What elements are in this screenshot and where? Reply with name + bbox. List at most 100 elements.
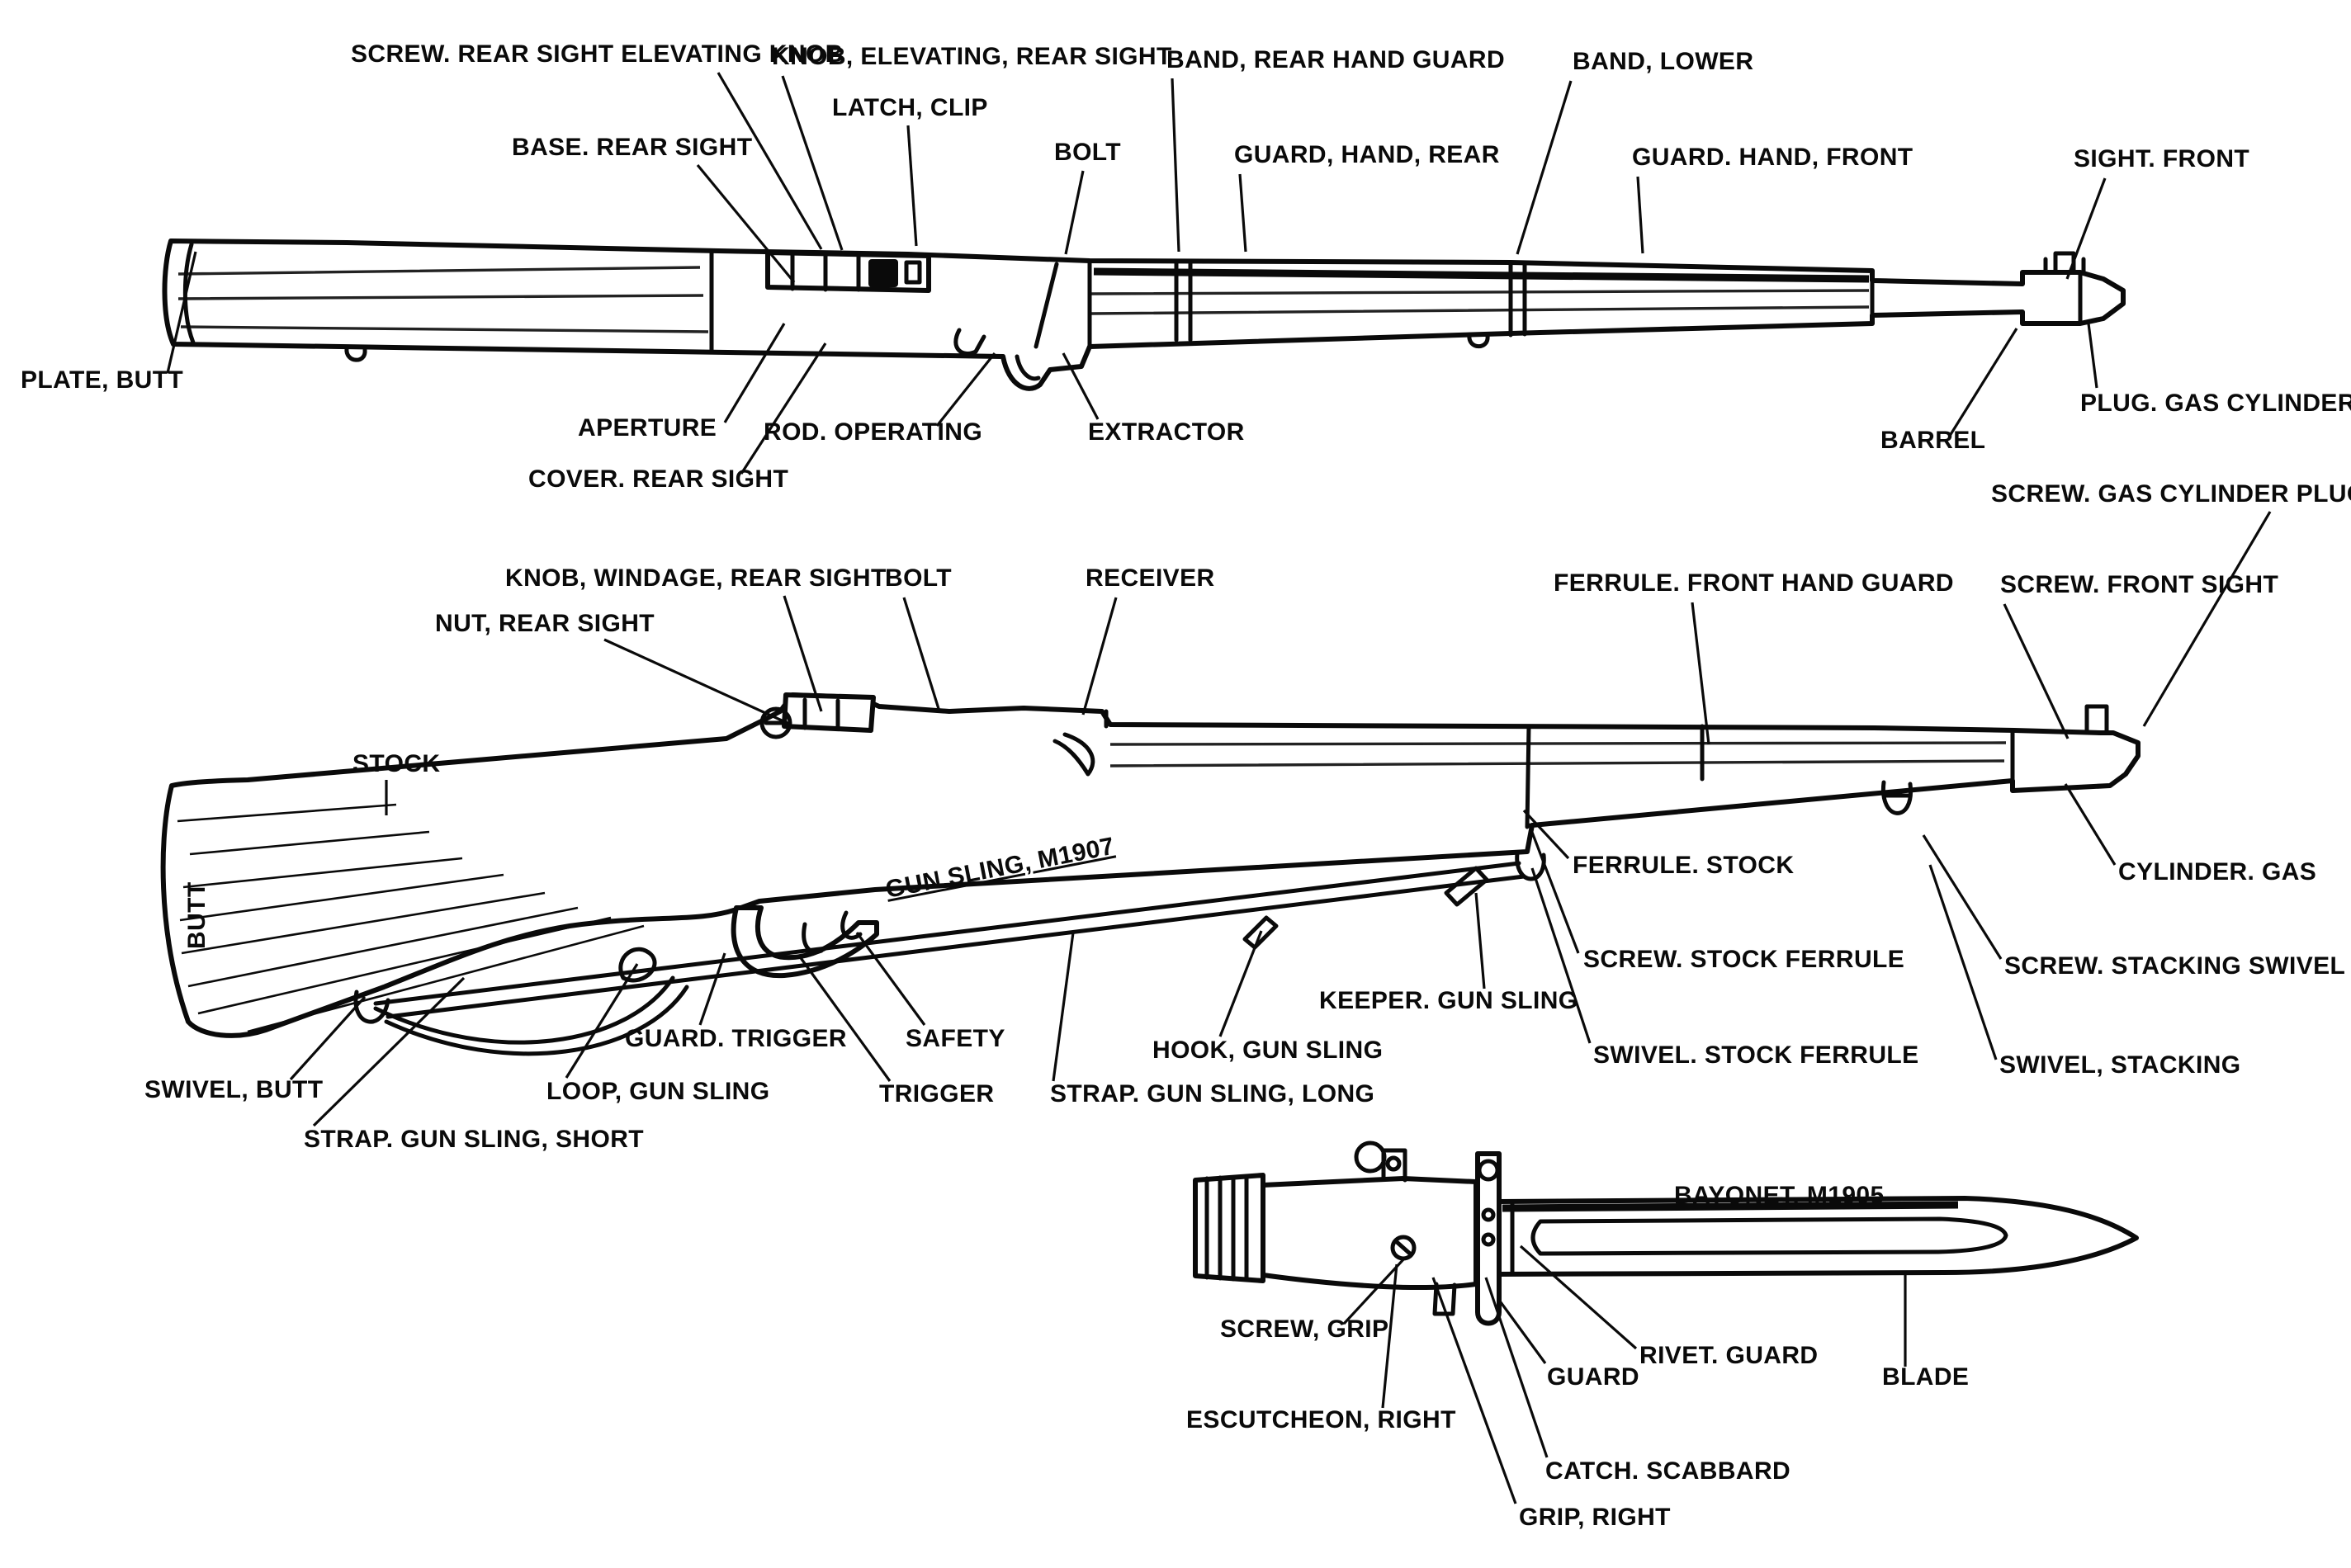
elevating-knob-shape <box>868 259 898 287</box>
leader-band-lower <box>1516 80 1573 255</box>
leader-screw-front-sight <box>2003 603 2070 739</box>
leader-bolt-top <box>1064 170 1085 255</box>
leader-guard-hand-front <box>1636 176 1644 254</box>
label-guard-hand-front: GUARD. HAND, FRONT <box>1632 144 1913 171</box>
guard-rivet-shape <box>1481 1207 1496 1222</box>
label-screw-stock-ferrule: SCREW. STOCK FERRULE <box>1583 946 1904 973</box>
butt-swivel-shape <box>353 989 390 1024</box>
leader-extractor <box>1062 352 1100 420</box>
label-guard-hand-rear: GUARD, HAND, REAR <box>1234 141 1500 168</box>
label-guard-trigger: GUARD. TRIGGER <box>625 1025 847 1052</box>
leader-strap-gun-sling-long <box>1052 932 1075 1082</box>
leader-cover-rear-sight <box>740 342 827 475</box>
leader-loop-gun-sling <box>565 963 639 1079</box>
leader-guard-hand-rear <box>1238 173 1247 253</box>
leader-safety <box>855 932 926 1026</box>
label-safety: SAFETY <box>906 1025 1005 1052</box>
pommel-grooves <box>1204 1174 1249 1282</box>
leader-plate-butt <box>166 251 197 374</box>
blade-fuller <box>1530 1216 2008 1256</box>
scabbard-catch-shape <box>1432 1282 1457 1316</box>
leader-cylinder-gas <box>2064 783 2117 866</box>
label-screw-grip: SCREW, GRIP <box>1220 1315 1388 1343</box>
label-rivet-guard: RIVET. GUARD <box>1639 1342 1819 1369</box>
label-receiver: RECEIVER <box>1086 564 1215 592</box>
leader-rivet-guard <box>1519 1244 1638 1350</box>
label-swivel-butt: SWIVEL, BUTT <box>144 1076 323 1103</box>
label-butt-marking: BUTT <box>183 881 211 949</box>
front-sight-shape-side <box>2084 704 2109 733</box>
label-aperture: APERTURE <box>578 414 717 442</box>
label-swivel-stock-ferrule: SWIVEL. STOCK FERRULE <box>1593 1041 1919 1069</box>
label-band-rear-hand-guard: BAND, REAR HAND GUARD <box>1166 46 1505 73</box>
leader-latch-clip <box>906 125 918 247</box>
leader-receiver <box>1081 597 1118 716</box>
label-band-lower: BAND, LOWER <box>1573 48 1753 75</box>
label-keeper-gun-sling: KEEPER. GUN SLING <box>1319 987 1578 1014</box>
rifle-side-view <box>160 692 2140 1056</box>
leader-catch-scabbard <box>1484 1277 1549 1458</box>
label-rod-operating: ROD. OPERATING <box>764 418 982 446</box>
leader-nut-rear-sight <box>603 638 792 726</box>
label-sight-front: SIGHT. FRONT <box>2074 145 2249 172</box>
blade-top-edge <box>1502 1201 1959 1212</box>
rear-sight-detail <box>790 252 861 292</box>
bolt-handle-shape <box>1053 732 1095 777</box>
leader-escutcheon-right <box>1381 1263 1398 1409</box>
leader-barrel <box>1948 328 2018 437</box>
barrel-shading-side <box>1109 741 2007 767</box>
label-screw-stacking-swivel: SCREW. STACKING SWIVEL <box>2004 952 2345 980</box>
handguard-shading <box>1090 289 1870 315</box>
leader-trigger <box>797 955 892 1082</box>
leader-knob-elevating-rear-sight <box>781 75 844 251</box>
sling-strap-long <box>373 861 1526 1019</box>
leader-guard-trigger <box>698 952 726 1026</box>
bolt-shape-top <box>1034 262 1059 349</box>
bayonet-catch-ring <box>1354 1141 1387 1174</box>
stacking-swivel-shape <box>1880 780 1913 815</box>
guard-rivet-shape-2 <box>1481 1232 1496 1247</box>
label-catch-scabbard: CATCH. SCABBARD <box>1545 1457 1790 1485</box>
label-plug-gas-cylinder: PLUG. GAS CYLINDER <box>2080 390 2351 417</box>
leader-screw-stacking-swivel <box>1922 834 2003 960</box>
leader-screw-stock-ferrule <box>1527 823 1580 954</box>
leader-grip-right <box>1431 1277 1517 1504</box>
label-latch-clip: LATCH, CLIP <box>832 94 988 121</box>
label-ferrule-stock: FERRULE. STOCK <box>1573 852 1794 879</box>
label-ferrule-front-hand-guard: FERRULE. FRONT HAND GUARD <box>1554 569 1954 597</box>
operating-rod-handle <box>953 328 986 356</box>
label-escutcheon-right: ESCUTCHEON, RIGHT <box>1186 1406 1456 1433</box>
rear-sight-housing <box>782 692 876 733</box>
label-trigger: TRIGGER <box>879 1080 994 1108</box>
label-screw-front-sight: SCREW. FRONT SIGHT <box>2000 571 2278 598</box>
sling-keeper-shape <box>1444 866 1489 907</box>
leader-strap-gun-sling-short <box>312 976 466 1127</box>
label-stock: STOCK <box>352 750 440 777</box>
leader-plug-gas-cylinder <box>2087 323 2098 389</box>
label-grip-right: GRIP, RIGHT <box>1519 1504 1671 1531</box>
leader-swivel-butt <box>289 995 367 1081</box>
label-cover-rear-sight: COVER. REAR SIGHT <box>528 465 788 493</box>
label-bolt-middle: BOLT <box>885 564 952 592</box>
trigger-shape-top <box>1015 354 1041 381</box>
leader-rod-operating <box>935 352 996 427</box>
leader-band-rear-hand-guard <box>1171 78 1180 253</box>
bayonet-catch-body <box>1381 1148 1407 1183</box>
label-cylinder-gas: CYLINDER. GAS <box>2118 858 2316 886</box>
bayonet-blade <box>1497 1196 2139 1277</box>
receiver-detail <box>802 697 1109 731</box>
leader-knob-windage-rear-sight <box>783 595 823 712</box>
label-blade: BLADE <box>1882 1363 1969 1391</box>
label-hook-gun-sling: HOOK, GUN SLING <box>1152 1037 1383 1064</box>
stock-ferrule-seam <box>1525 724 1531 829</box>
receiver-seams <box>709 250 1875 352</box>
label-barrel: BARREL <box>1880 427 1985 454</box>
leader-swivel-stock-ferrule <box>1530 867 1592 1044</box>
safety-shape <box>840 910 863 940</box>
label-knob-windage-rear-sight: KNOB, WINDAGE, REAR SIGHT <box>505 564 887 592</box>
clip-latch-shape <box>904 260 922 285</box>
bayonet-guard <box>1475 1151 1502 1326</box>
leader-guard-bayonet <box>1499 1301 1547 1364</box>
